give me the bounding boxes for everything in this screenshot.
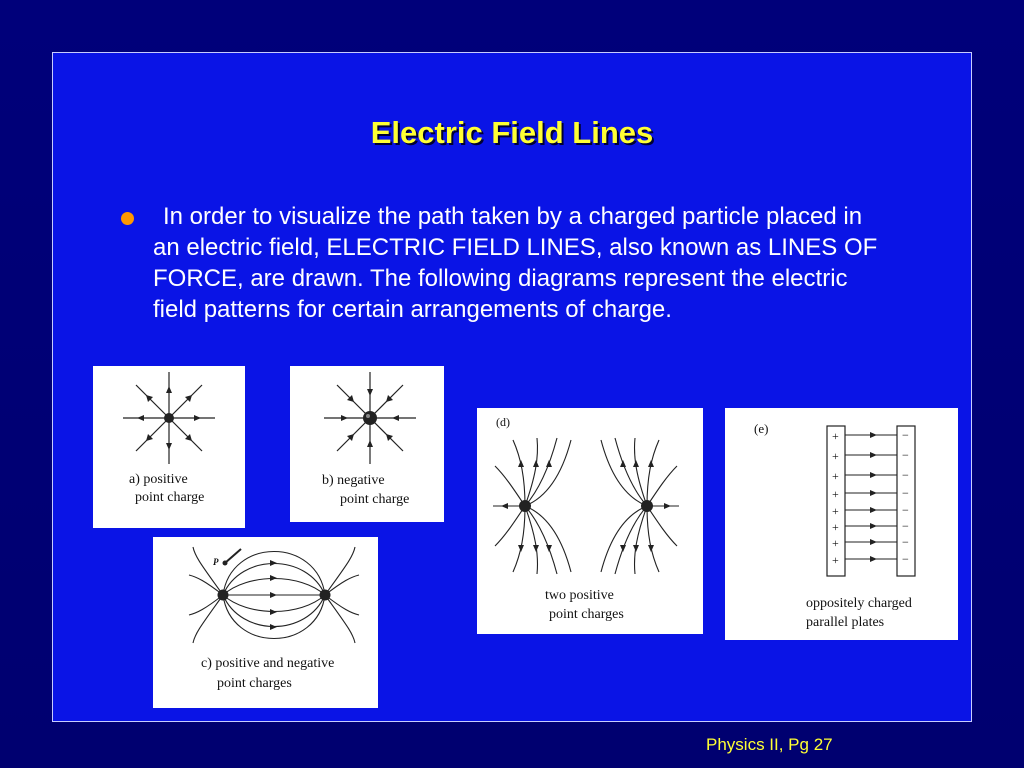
plus-sign: + (832, 504, 839, 518)
figure-e-label-1: oppositely charged (806, 596, 912, 611)
figure-a-label-2: point charge (135, 490, 204, 505)
slide-title: Electric Field Lines (370, 115, 654, 150)
figure-b-label-1: b) negative (322, 473, 385, 488)
minus-sign: − (902, 519, 909, 533)
plate-field-arrow (870, 507, 877, 513)
plate-field-arrow (870, 523, 877, 529)
plate-field-arrow (870, 472, 877, 478)
figure-a-label-1: a) positive (129, 472, 188, 487)
plus-sign: + (832, 449, 839, 463)
plate-field-arrow (870, 556, 877, 562)
minus-sign: − (902, 486, 909, 500)
plate-field-arrow (870, 539, 877, 545)
plate-field-arrow (870, 490, 877, 496)
plus-sign: + (832, 469, 839, 483)
minus-sign: − (902, 535, 909, 549)
figure-two-positive: (d) (477, 408, 703, 634)
plus-sign: + (832, 520, 839, 534)
figure-parallel-plates: (e) +−+−+−+−+−+−+−+− oppositely charged … (725, 408, 958, 640)
plate-field-arrow (870, 452, 877, 458)
bullet-dot-icon (121, 212, 134, 225)
minus-sign: − (902, 468, 909, 482)
minus-sign: − (902, 448, 909, 462)
plus-sign: + (832, 487, 839, 501)
bullet-text: In order to visualize the path taken by … (153, 203, 878, 323)
plus-sign: + (832, 429, 839, 443)
plus-sign: + (832, 553, 839, 567)
figure-d-label-2: point charges (549, 607, 624, 622)
plate-field-arrow (870, 432, 877, 438)
figure-c-label-1: c) positive and negative (201, 656, 334, 671)
figure-b-label-2: point charge (340, 492, 409, 507)
figure-e-tag: (e) (754, 421, 768, 436)
figure-dipole: P c) positive and negative point charges (153, 537, 378, 708)
figure-negative-charge: b) negative point charge (290, 366, 444, 522)
figure-positive-charge: a) positive point charge (93, 366, 245, 528)
figure-d-label-1: two positive (545, 588, 614, 603)
figure-c-point-label: P (213, 557, 219, 567)
figure-e-label-2: parallel plates (806, 615, 884, 630)
plus-sign: + (832, 536, 839, 550)
figure-d-tag: (d) (496, 415, 510, 429)
minus-sign: − (902, 552, 909, 566)
footer-page-label: Physics II, Pg 27 (706, 735, 833, 754)
minus-sign: − (902, 428, 909, 442)
minus-sign: − (902, 503, 909, 517)
figure-c-label-2: point charges (217, 676, 292, 691)
